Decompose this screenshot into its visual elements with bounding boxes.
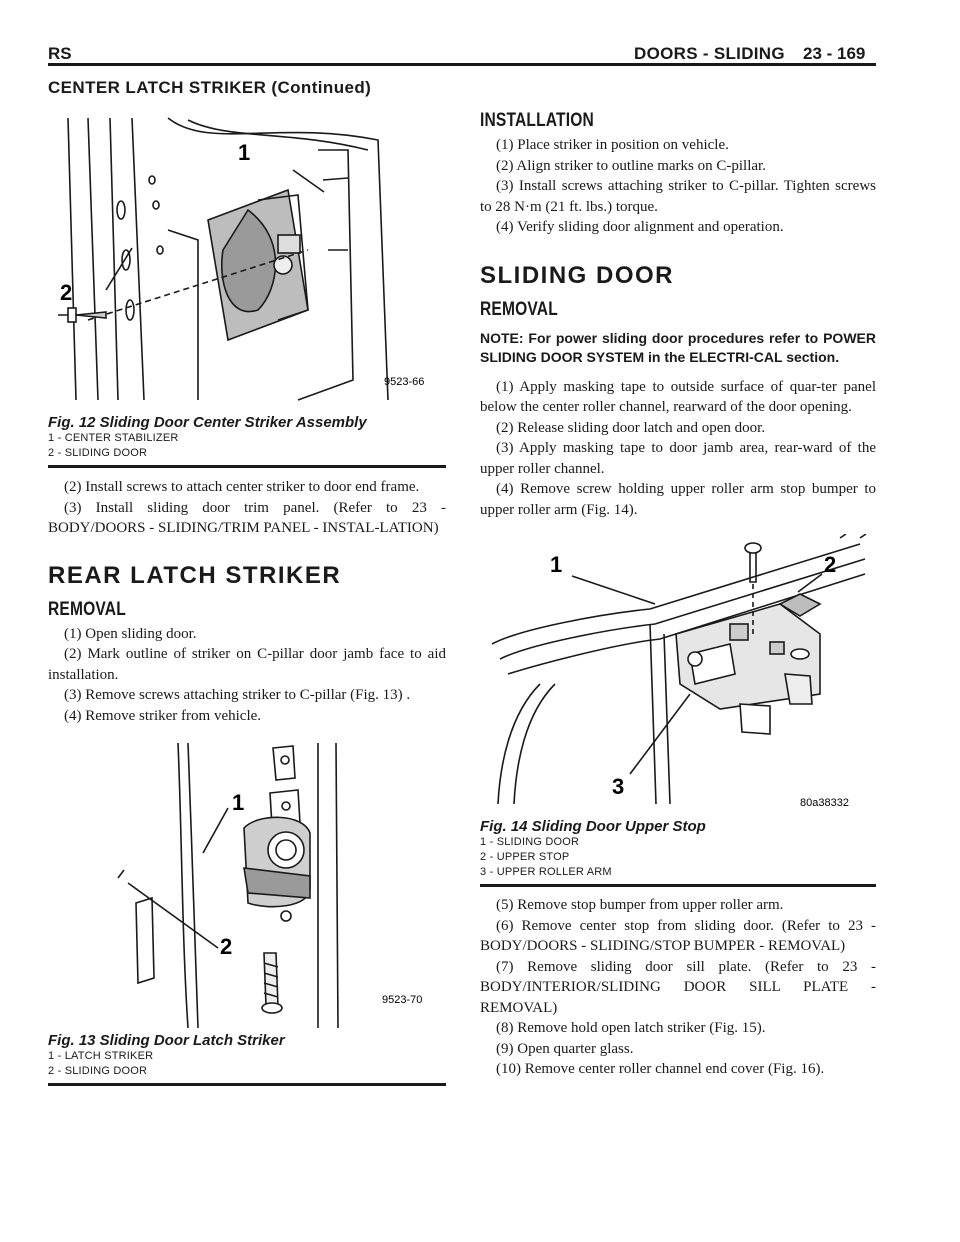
fig14-legend-1: 1 - SLIDING DOOR	[480, 836, 580, 848]
continued-heading: CENTER LATCH STRIKER (Continued)	[48, 78, 372, 97]
left-column: 1 2 9523-66 Fig. 12 Sliding Door Center …	[48, 110, 446, 1086]
sliding-door-removal-heading: REMOVAL	[480, 298, 558, 320]
fig14-callout-1: 1	[550, 552, 562, 577]
door-step-2: (2) Release sliding door latch and open …	[496, 419, 766, 436]
door-step-7: (7) Remove sliding door sill plate. (Ref…	[480, 958, 876, 1016]
left-step-3: (3) Install sliding door trim panel. (Re…	[48, 499, 446, 537]
header-page-number: 23 - 169	[803, 44, 866, 63]
door-step-6: (6) Remove center stop from sliding door…	[480, 917, 876, 955]
rear-latch-heading: REAR LATCH STRIKER	[48, 561, 342, 589]
door-step-3: (3) Apply masking tape to door jamb area…	[480, 440, 876, 477]
fig13-legend-1: 1 - LATCH STRIKER	[48, 1050, 154, 1062]
install-step-4: (4) Verify sliding door alignment and op…	[496, 219, 784, 235]
figure-13: 1 2 9523-70 Fig. 13 Sliding Door Latch S…	[48, 738, 446, 1086]
door-step-8: (8) Remove hold open latch striker (Fig.…	[496, 1020, 766, 1036]
fig14-legend-3: 3 - UPPER ROLLER ARM	[480, 866, 612, 878]
fig14-callout-2: 2	[824, 552, 836, 577]
door-step-9: (9) Open quarter glass.	[496, 1040, 634, 1057]
right-column: INSTALLATION (1) Place striker in positi…	[480, 110, 876, 1080]
fig14-legend-2: 2 - UPPER STOP	[480, 851, 570, 863]
fig12-legend-1: 1 - CENTER STABILIZER	[48, 432, 179, 444]
rear-step-4: (4) Remove striker from vehicle.	[64, 707, 262, 724]
rear-step-1: (1) Open sliding door.	[64, 625, 197, 642]
fig13-code: 9523-70	[382, 994, 422, 1006]
fig12-callout-2: 2	[60, 280, 72, 305]
fig14-caption: Fig. 14 Sliding Door Upper Stop	[480, 818, 706, 835]
fig13-callout-2: 2	[220, 934, 232, 959]
door-step-1: (1) Apply masking tape to outside surfac…	[480, 378, 876, 416]
figure-12: 1 2 9523-66 Fig. 12 Sliding Door Center …	[48, 110, 446, 468]
fig12-caption: Fig. 12 Sliding Door Center Striker Asse…	[48, 414, 367, 431]
rear-latch-removal-heading: REMOVAL	[48, 598, 126, 620]
fig13-callout-1: 1	[232, 790, 244, 815]
fig12-code: 9523-66	[384, 376, 424, 388]
fig13-caption: Fig. 13 Sliding Door Latch Striker	[48, 1032, 285, 1049]
fig14-code: 80a38332	[800, 797, 849, 809]
door-step-10: (10) Remove center roller channel end co…	[496, 1061, 825, 1077]
install-step-2: (2) Align striker to outline marks on C-…	[496, 157, 766, 174]
install-step-3: (3) Install screws attaching striker to …	[480, 178, 876, 215]
fig12-callout-1: 1	[238, 140, 250, 165]
rear-step-2: (2) Mark outline of striker on C-pillar …	[48, 646, 446, 683]
door-step-4: (4) Remove screw holding upper roller ar…	[480, 481, 876, 518]
left-step-2: (2) Install screws to attach center stri…	[64, 479, 420, 495]
fig13-legend-2: 2 - SLIDING DOOR	[48, 1065, 148, 1077]
rear-step-3: (3) Remove screws attaching striker to C…	[64, 687, 411, 703]
figure-14: 1 2 3 80a38332 Fig. 14 Sliding Door Uppe…	[480, 534, 876, 887]
fig14-illustration: 1 2 3 80a38332	[491, 534, 867, 809]
sliding-door-heading: SLIDING DOOR	[480, 261, 675, 289]
header-section-code: RS	[48, 44, 72, 63]
fig13-illustration: 1 2 9523-70	[117, 742, 422, 1028]
fig12-illustration: 1 2 9523-66	[58, 117, 424, 401]
header-rule	[48, 63, 876, 66]
header-title: DOORS - SLIDING	[634, 44, 785, 63]
door-step-5: (5) Remove stop bumper from upper roller…	[496, 897, 784, 913]
installation-heading: INSTALLATION	[480, 110, 594, 131]
fig14-callout-3: 3	[612, 774, 624, 799]
fig12-legend-2: 2 - SLIDING DOOR	[48, 447, 148, 459]
install-step-1: (1) Place striker in position on vehicle…	[496, 137, 729, 153]
power-door-note: NOTE: For power sliding door procedures …	[480, 329, 876, 365]
